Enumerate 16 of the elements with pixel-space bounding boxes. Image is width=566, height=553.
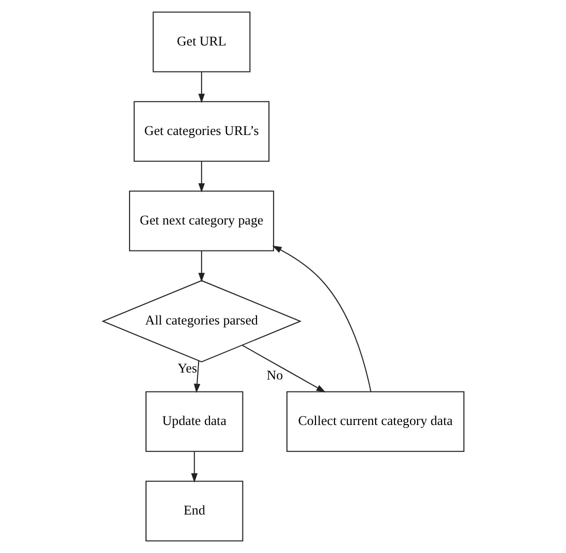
- arrow: [198, 72, 204, 103]
- node-box: Collect current category data: [286, 391, 464, 452]
- arrow: [198, 162, 204, 192]
- node-box: End: [145, 480, 243, 542]
- edge-label: Yes: [177, 360, 197, 376]
- arrow: [272, 246, 371, 392]
- node-box: Get categories URL’s: [133, 101, 269, 162]
- node-box: Get URL: [152, 12, 250, 72]
- arrow: [193, 360, 200, 394]
- arrow: [198, 250, 204, 282]
- node-box: Update data: [145, 391, 243, 452]
- edge-label: No: [266, 367, 282, 382]
- arrow: [242, 344, 326, 392]
- arrow: [190, 452, 198, 483]
- node-diamond: All categories parsed: [101, 280, 302, 362]
- node-box: Get next category page: [128, 190, 274, 252]
